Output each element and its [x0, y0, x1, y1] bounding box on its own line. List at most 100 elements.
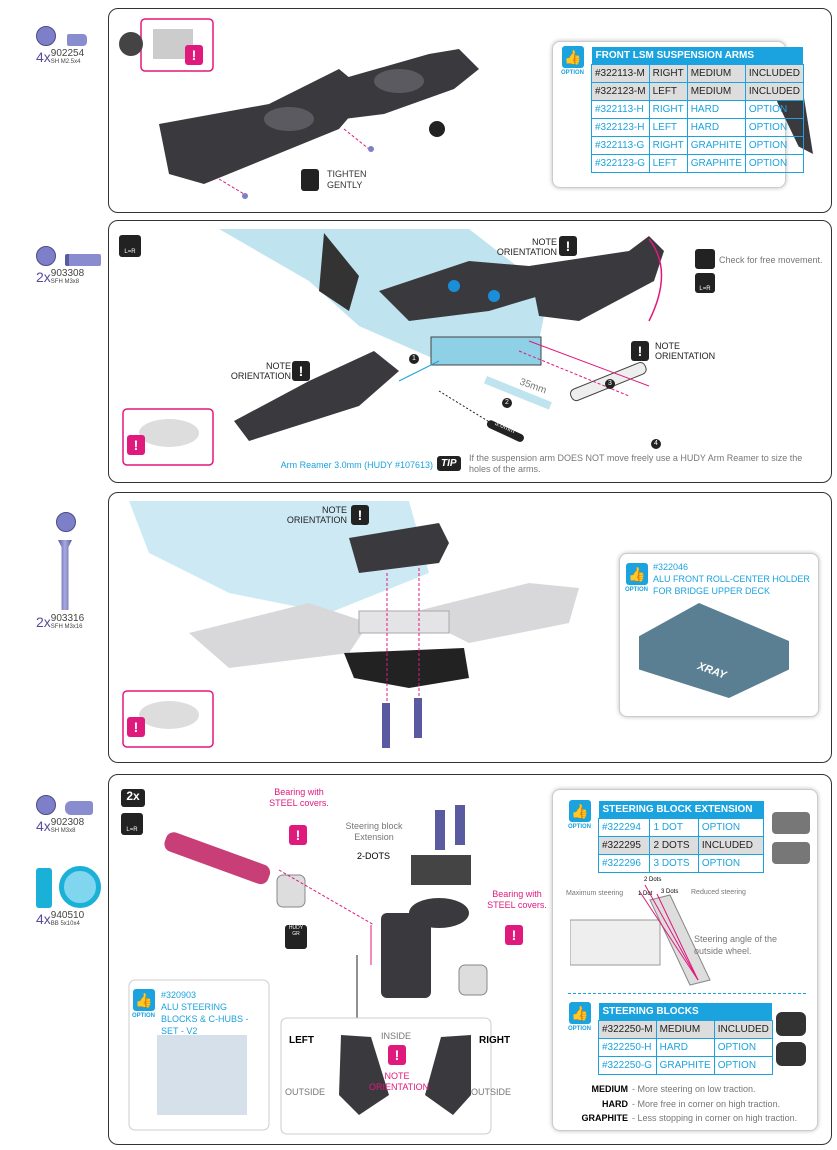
table-cell: 3 DOTS — [649, 854, 699, 873]
table-cell: LEFT — [648, 82, 688, 101]
warning-icon: ! — [559, 236, 577, 256]
step-2-panel: L=R NOTE ORIENTATION ! NOTE ORIENTATION … — [108, 220, 832, 483]
three-dots-label: 3 Dots — [661, 889, 679, 895]
table-cell: 2 DOTS — [649, 836, 699, 855]
screw-head-icon — [56, 512, 76, 537]
legend-key: GRAPHITE — [581, 1113, 628, 1123]
table-cell: #322113-M — [591, 64, 650, 83]
legend-key: HARD — [602, 1098, 628, 1109]
table-cell: OPTION — [744, 118, 804, 137]
screw-side-icon — [65, 801, 94, 815]
warning-icon: ! — [505, 925, 523, 945]
table-cell: GRAPHITE — [655, 1056, 715, 1075]
legend-item: HARD- More free in corner on high tracti… — [560, 1097, 797, 1112]
table-cell: OPTION — [697, 854, 765, 873]
legend-item: GRAPHITE - Less stopping in corner on hig… — [560, 1111, 797, 1126]
table-cell: #322250-H — [598, 1038, 657, 1057]
extension-image — [772, 842, 810, 864]
table-cell: #322123-H — [591, 118, 650, 137]
warning-icon: ! — [292, 361, 310, 381]
table-cell: INCLUDED — [744, 64, 804, 83]
legend-item: MEDIUM- More steering on low traction. — [560, 1082, 797, 1097]
legend-value: - Less stopping in corner on high tracti… — [632, 1113, 798, 1123]
table-cell: HARD — [686, 118, 746, 137]
table-cell: #322113-H — [591, 100, 650, 119]
table-cell: LEFT — [648, 154, 688, 173]
table-cell: OPTION — [713, 1038, 773, 1057]
hardness-legend: MEDIUM- More steering on low traction.HA… — [560, 1082, 797, 1126]
warning-icon: ! — [289, 825, 307, 845]
table-cell: HARD — [686, 100, 746, 119]
table-cell: RIGHT — [648, 64, 688, 83]
table-cell: #322296 — [597, 854, 651, 873]
divider — [568, 993, 806, 994]
table-cell: #322123-M — [591, 82, 650, 101]
extension-image — [772, 812, 810, 834]
table-cell: 1 DOT — [649, 818, 699, 837]
table-cell: GRAPHITE — [686, 136, 746, 155]
table-cell: INCLUDED — [713, 1020, 773, 1039]
table-cell: MEDIUM — [686, 64, 746, 83]
reamer-label: Arm Reamer 3.0mm (HUDY #107613) — [280, 460, 433, 470]
table-cell: MEDIUM — [655, 1020, 715, 1039]
chassis-assembly-illustration — [122, 229, 664, 466]
steering-angle-diagram — [570, 884, 711, 986]
warning-icon: ! — [185, 45, 203, 65]
table-cell: #322295 — [597, 836, 651, 855]
table-cell: HARD — [655, 1038, 715, 1057]
warning-icon: ! — [127, 435, 145, 455]
steering-block-illustration — [128, 805, 492, 1135]
table-cell: #322250-M — [598, 1020, 657, 1039]
screw-head-icon — [36, 246, 56, 266]
warning-icon: ! — [127, 717, 145, 737]
table-cell: MEDIUM — [686, 82, 746, 101]
thumbs-up-icon: 👍 — [569, 1002, 591, 1024]
warning-icon: ! — [388, 1045, 406, 1065]
steering-block-image — [776, 1042, 806, 1066]
table-cell: OPTION — [744, 154, 804, 173]
two-dots-label: 2 Dots — [644, 877, 662, 883]
tip-text: If the suspension arm DOES NOT move free… — [469, 453, 803, 474]
warning-icon: ! — [351, 505, 369, 525]
thumbs-up-icon: 👍 — [562, 46, 584, 68]
roll-center-illustration — [122, 501, 579, 748]
check-icon — [695, 249, 715, 269]
table-cell: GRAPHITE — [686, 154, 746, 173]
screw-head-icon — [36, 795, 56, 815]
steering-block-image — [776, 1012, 806, 1036]
table-cell: OPTION — [744, 136, 804, 155]
table-cell: LEFT — [648, 118, 688, 137]
table-cell: INCLUDED — [697, 836, 765, 855]
screw-side-icon — [65, 254, 102, 266]
table-cell: #322294 — [597, 818, 651, 837]
table-cell: INCLUDED — [744, 82, 804, 101]
table-cell: RIGHT — [648, 100, 688, 119]
table-cell: OPTION — [713, 1056, 773, 1075]
reduced-steering-label: Reduced steering — [691, 889, 746, 896]
suspension-arms-illustration — [119, 18, 479, 199]
thumbs-up-icon: 👍 — [133, 989, 155, 1011]
legend-value: - More steering on low traction. — [632, 1084, 756, 1094]
table-cell: #322250-G — [598, 1056, 657, 1075]
table-cell: #322123-G — [591, 154, 650, 173]
max-steering-label: Maximum steering — [566, 890, 624, 897]
bearing-front-icon — [59, 866, 102, 908]
table-cell: OPTION — [697, 818, 765, 837]
